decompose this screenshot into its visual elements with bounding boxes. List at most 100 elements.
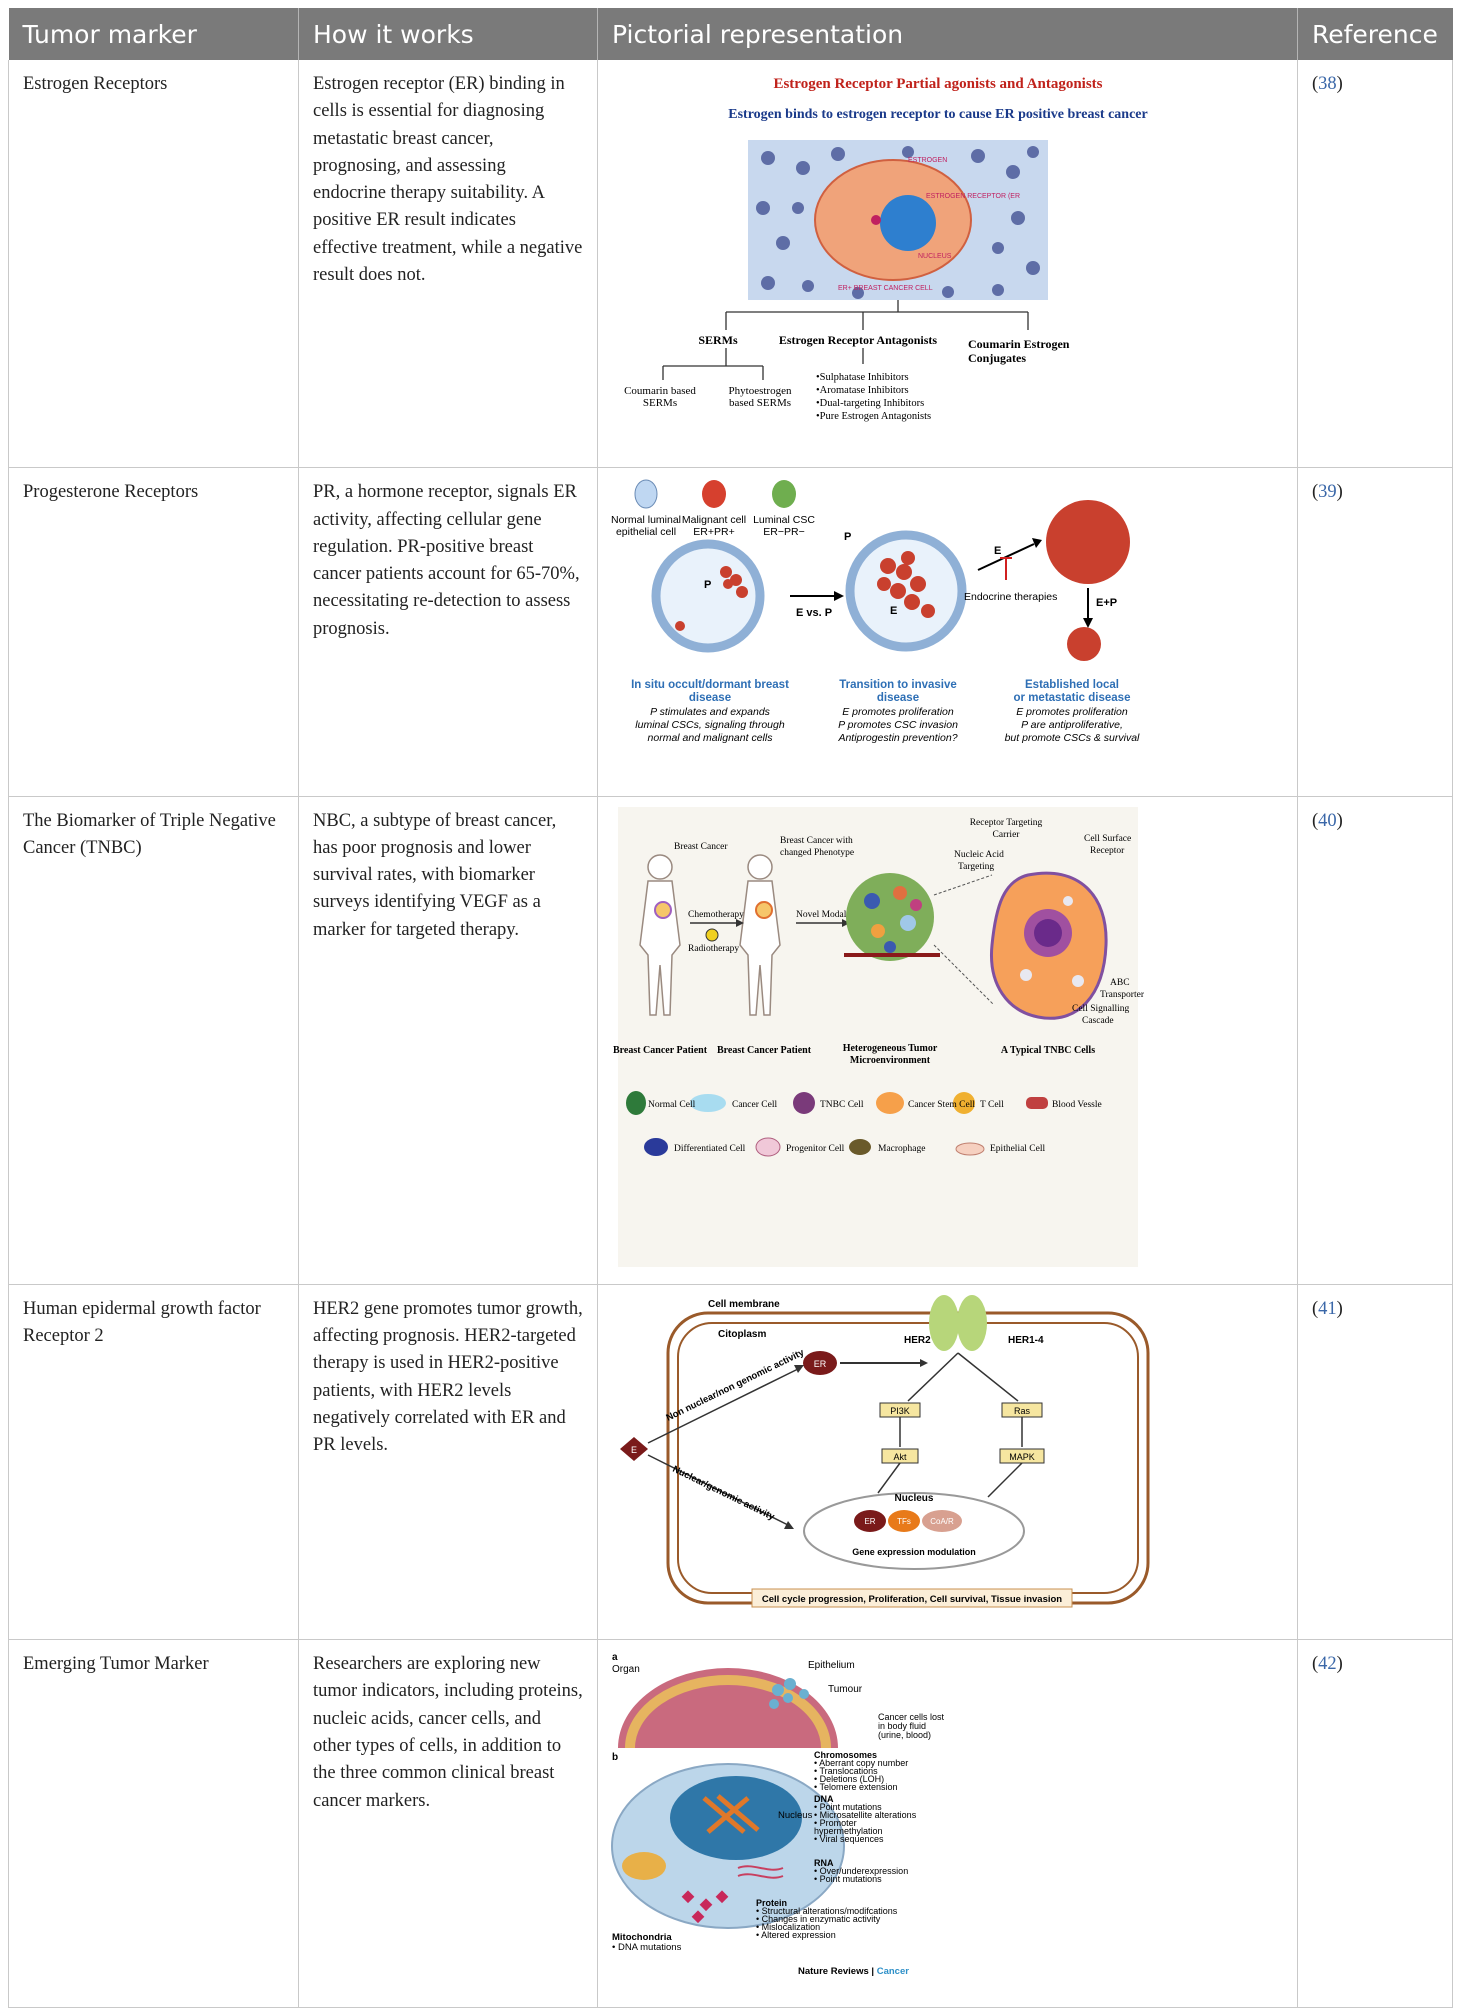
reference-link[interactable]: 38 — [1318, 74, 1337, 94]
label-gene-mod: Gene expression modulation — [852, 1547, 976, 1557]
figure-cell: Cell membrane Citoplasm HER2 HER1-4 ER P… — [597, 1284, 1298, 1641]
label-coar: CoA/R — [930, 1517, 954, 1526]
reference-link[interactable]: 42 — [1318, 1654, 1337, 1675]
arrow-label: Endocrine therapies — [964, 591, 1057, 603]
reference-cell: (40) — [1297, 796, 1453, 1285]
reference-cell: (42) — [1297, 1639, 1453, 2008]
arrow-label: E vs. P — [796, 607, 832, 619]
svg-text:• Altered expression: • Altered expression — [756, 1930, 836, 1940]
svg-text:• Point mutations: • Point mutations — [814, 1802, 882, 1812]
figure-cell: Breast Cancer Breast Cancer with changed… — [597, 796, 1298, 1285]
estrogen-molecules — [756, 146, 1040, 299]
arrow-label: E — [994, 545, 1001, 557]
label-epithelium: Epithelium — [808, 1660, 855, 1671]
mark-e: E — [890, 605, 897, 617]
mark-p: P — [844, 531, 851, 543]
serm-phyto: Phytoestrogen — [729, 385, 792, 397]
label-akt: Akt — [893, 1452, 907, 1462]
stage-text: P promotes CSC invasion — [838, 719, 958, 731]
rna-list: RNA • Over/underexpression • Point mutat… — [814, 1858, 908, 1884]
label: Transporter — [1100, 990, 1145, 1000]
svg-text:hypermethylation: hypermethylation — [814, 1826, 883, 1836]
legend-label: ER−PR− — [763, 526, 804, 538]
serm-phyto-2: based SERMs — [729, 397, 791, 409]
reference-link[interactable]: 39 — [1318, 482, 1337, 503]
panel-letter: b — [612, 1752, 618, 1763]
svg-text:• Promoter: • Promoter — [814, 1818, 857, 1828]
branch-conjugates: Conjugates — [968, 351, 1026, 365]
label: changed Phenotype — [780, 848, 854, 858]
marker-description: Estrogen receptor (ER) binding in cells … — [298, 60, 598, 469]
antagonist-item: •Sulphatase Inhibitors — [816, 372, 909, 383]
tnbc-figure: Breast Cancer Breast Cancer with changed… — [613, 806, 1145, 1267]
stage-title: Established local — [1025, 679, 1119, 691]
marker-description: PR, a hormone receptor, signals ER activ… — [298, 467, 598, 797]
legend-label: Blood Vessle — [1052, 1100, 1102, 1110]
label-tfs: TFs — [897, 1517, 911, 1526]
label-her2: HER2 — [904, 1335, 931, 1346]
label-er: ER — [814, 1359, 827, 1369]
legend-label: Macrophage — [878, 1144, 925, 1154]
svg-text:• Telomere extension: • Telomere extension — [814, 1782, 898, 1792]
svg-text:• Viral sequences: • Viral sequences — [814, 1834, 884, 1844]
stage-text: but promote CSCs & survival — [1005, 732, 1140, 744]
stage-title: or metastatic disease — [1014, 692, 1131, 704]
reference-link[interactable]: 41 — [1318, 1298, 1337, 1319]
caption: Microenvironment — [850, 1055, 931, 1066]
stage-text: Antiprogestin prevention? — [837, 732, 957, 744]
marker-description: HER2 gene promotes tumor growth, affecti… — [298, 1284, 598, 1641]
label-er-cell: ER+ BREAST CANCER CELL — [838, 285, 933, 292]
legend-row-1 — [626, 1090, 1048, 1115]
table-row: The Biomarker of Triple Negative Cancer … — [8, 796, 1453, 1285]
legend-label: Progenitor Cell — [786, 1144, 845, 1154]
legend-label: Normal luminal — [611, 514, 681, 526]
label-ras: Ras — [1014, 1406, 1031, 1416]
branch-serms: SERMs — [698, 333, 738, 347]
serm-coumarin: Coumarin based — [624, 385, 696, 397]
label-nucleus: Nucleus — [895, 1493, 934, 1504]
reference-link[interactable]: 40 — [1318, 810, 1337, 831]
svg-text:• Structural alterations/modif: • Structural alterations/modifcations — [756, 1906, 898, 1916]
tumour-cells — [769, 1678, 809, 1710]
caption: A Typical TNBC Cells — [1001, 1045, 1095, 1056]
tnbc-cell — [989, 871, 1108, 1020]
label: Cascade — [1082, 1016, 1114, 1026]
label: ABC — [1110, 978, 1130, 988]
legend-label: Malignant cell — [682, 514, 746, 526]
label: Cell Signalling — [1072, 1004, 1130, 1014]
header-how-it-works: How it works — [298, 8, 598, 60]
label-estrogen: ESTROGEN — [908, 157, 947, 164]
stage-title: disease — [877, 692, 919, 704]
chromosome-list: Chromosomes • Aberrant copy number • Tra… — [814, 1750, 908, 1792]
nucleus-ellipse — [803, 1491, 1025, 1570]
svg-text:• Mislocalization: • Mislocalization — [756, 1922, 820, 1932]
her2-receptor — [929, 1294, 959, 1351]
outcome-banner — [751, 1588, 1073, 1608]
reference-cell: (38) — [1297, 60, 1453, 469]
emerging-marker-figure: a Organ Epithelium Tumour Cancer cells l… — [611, 1652, 945, 1977]
marker-name: Emerging Tumor Marker — [8, 1639, 299, 2008]
outcome-text: Cell cycle progression, Proliferation, C… — [762, 1594, 1062, 1605]
legend-label: TNBC Cell — [820, 1100, 864, 1110]
table-row: Progesterone Receptors PR, a hormone rec… — [8, 467, 1453, 797]
stage-title: Transition to invasive — [839, 679, 957, 691]
label: Chemotherapy — [688, 910, 744, 920]
small-tumor — [1067, 627, 1101, 662]
label-nucleus: NUCLEUS — [918, 253, 952, 260]
mitochondria — [622, 1852, 666, 1881]
label-lost: (urine, blood) — [878, 1730, 931, 1740]
label-her1-4: HER1-4 — [1008, 1335, 1044, 1346]
legend-label: Differentiated Cell — [674, 1143, 746, 1154]
label: Cell Surface — [1084, 833, 1131, 844]
legend-label: Luminal CSC — [753, 514, 815, 526]
malignant-cell-icon — [702, 480, 726, 509]
label: Breast Cancer with — [780, 836, 853, 846]
caption: Breast Cancer Patient — [717, 1045, 812, 1056]
label-mapk: MAPK — [1009, 1452, 1035, 1462]
marker-description: Researchers are exploring new tumor indi… — [298, 1639, 598, 2008]
reference-cell: (39) — [1297, 467, 1453, 797]
branch-coumarin: Coumarin Estrogen — [968, 337, 1070, 351]
legend-label: Cancer Stem Cell — [908, 1100, 975, 1110]
header-tumor-marker: Tumor marker — [8, 8, 299, 60]
cell-nucleus — [670, 1776, 802, 1861]
